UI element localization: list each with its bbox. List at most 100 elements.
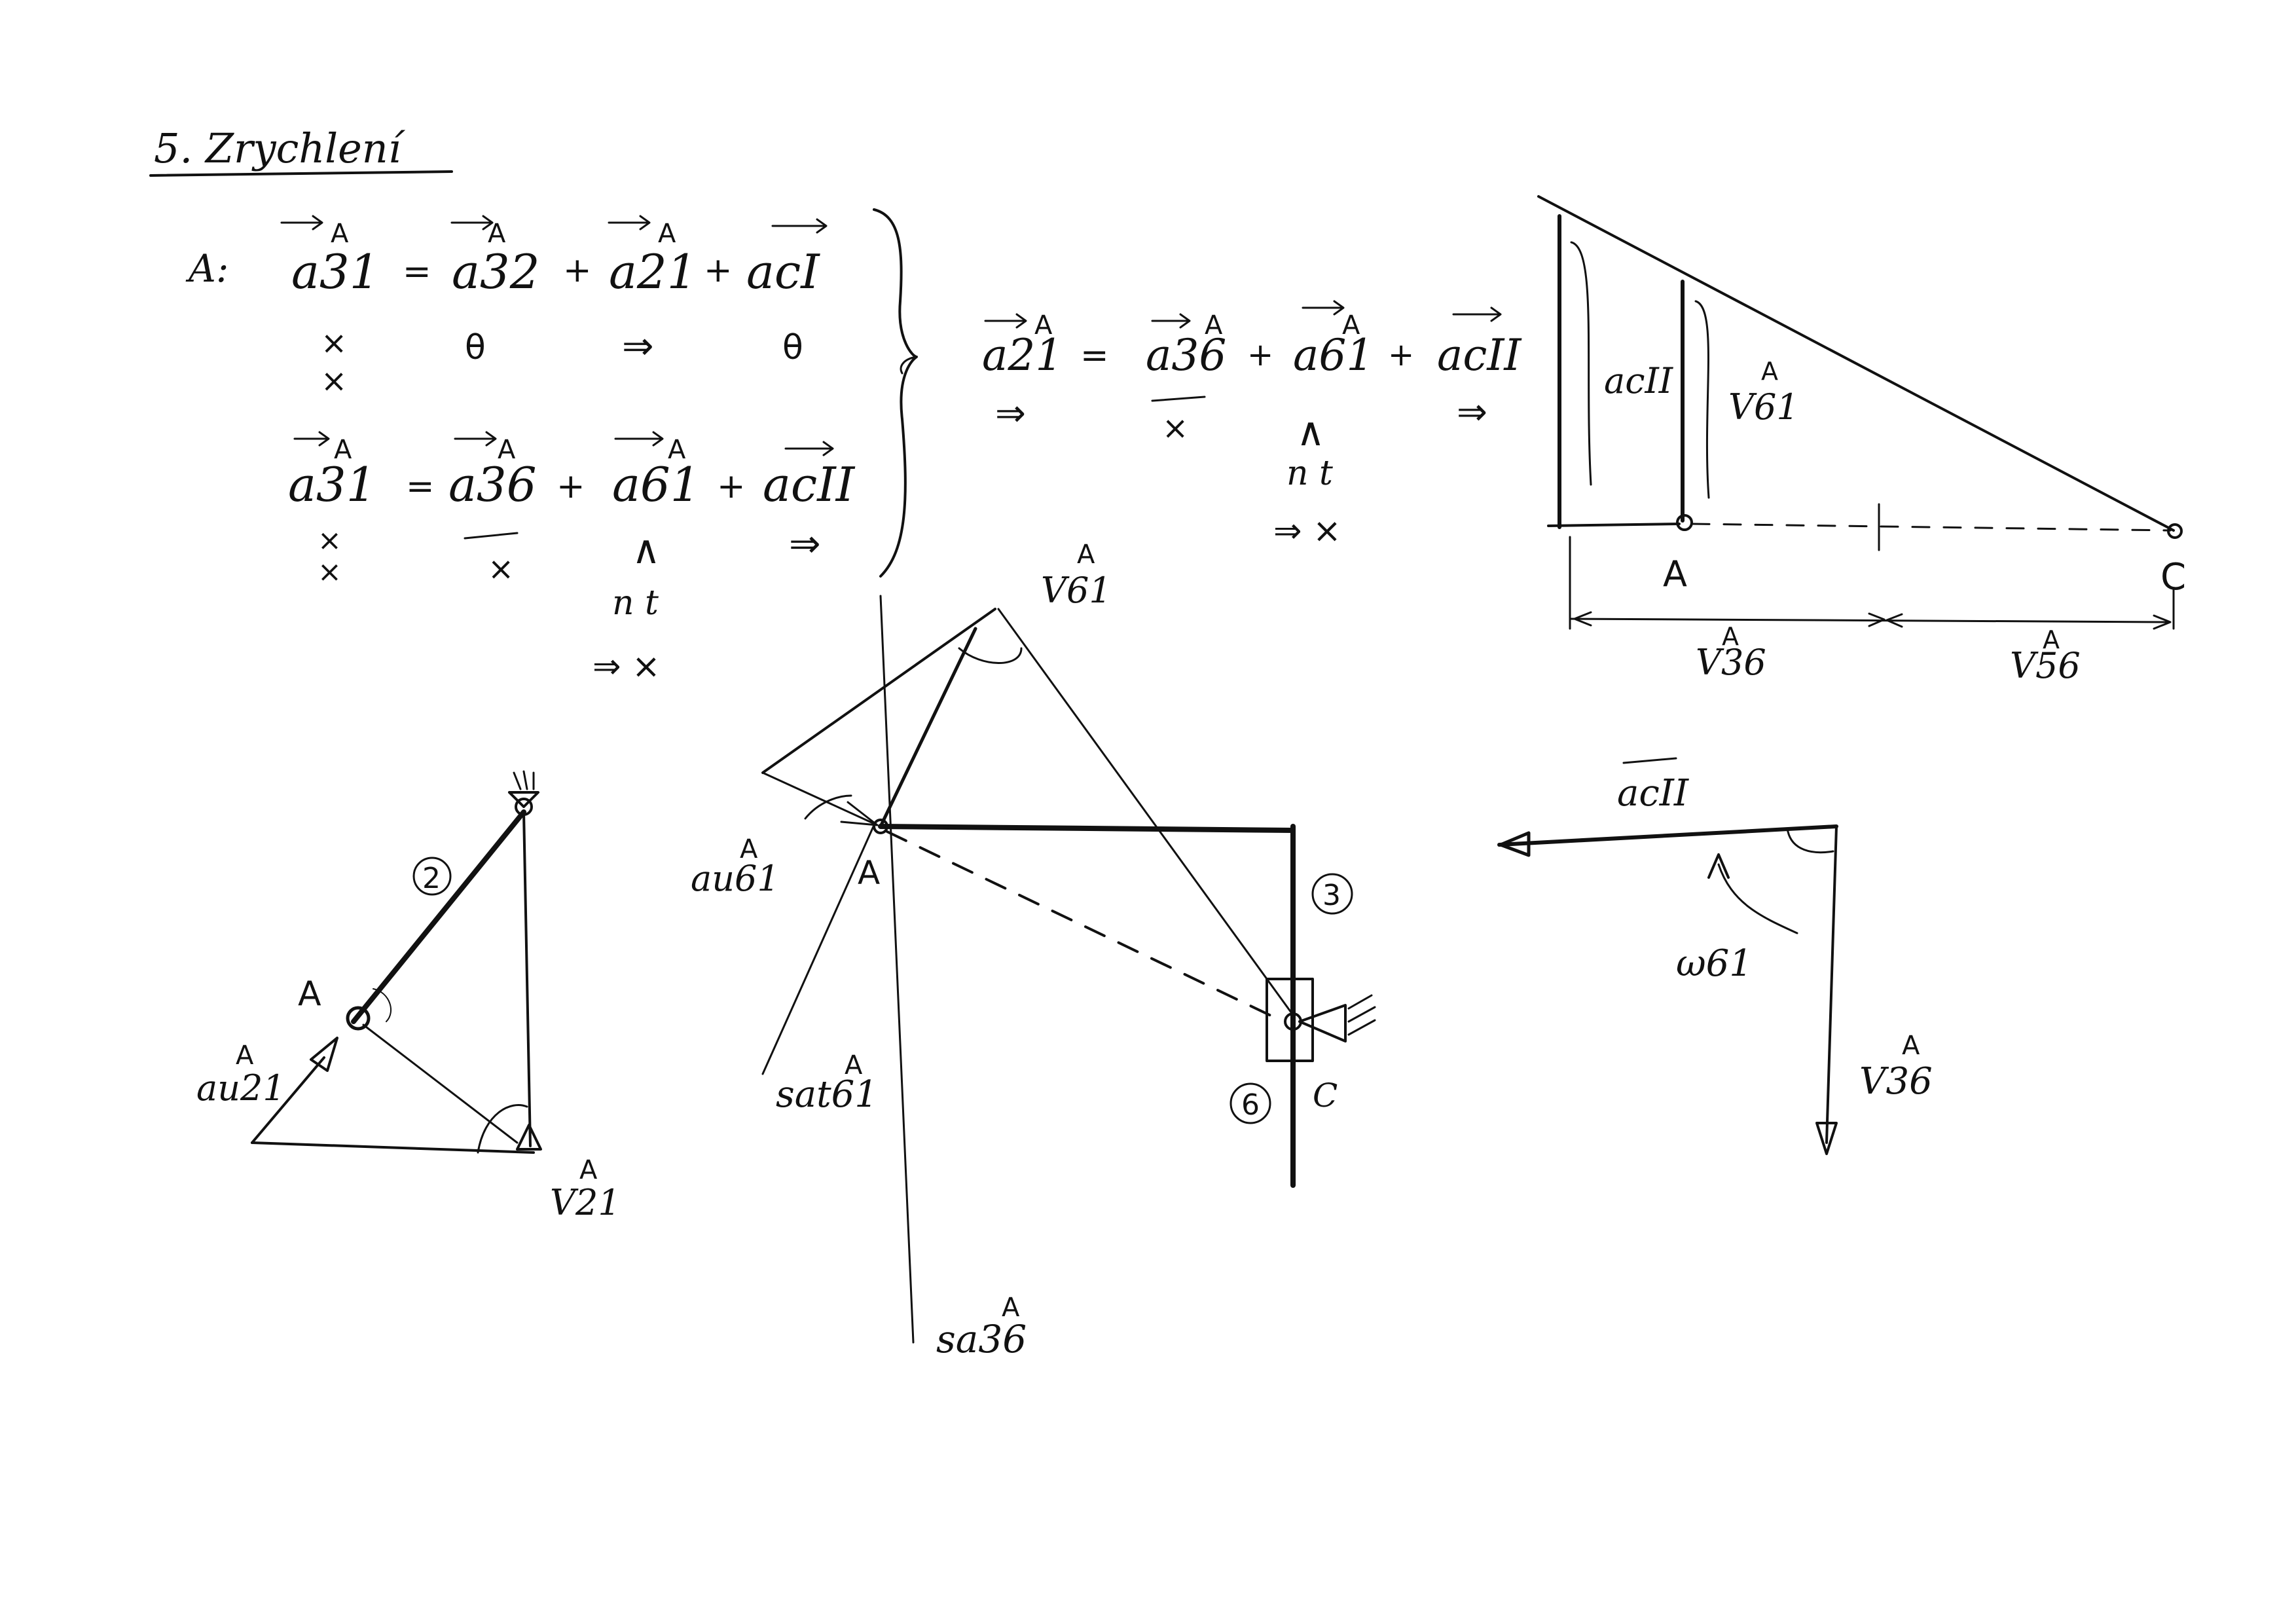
equation-3: a21 A = a36 A + a61 A + acII ⇒ × ∧ ⇒ n t…	[982, 300, 1522, 551]
label-au21-sup: A	[236, 1041, 254, 1071]
eq2-mark-3: ⇒	[789, 521, 821, 566]
eq3-term-2: a61	[1293, 330, 1374, 380]
left-point-a-pin	[346, 1006, 371, 1031]
label-link-2: 2	[422, 862, 441, 895]
eq3-plus-1: +	[1247, 337, 1273, 373]
polygon-point-a: A	[858, 854, 880, 892]
label-w61: ω61	[1676, 942, 1753, 985]
omega-arc	[1717, 863, 1798, 934]
label-au61-sup: A	[740, 834, 758, 864]
label-au61: au61	[691, 858, 780, 899]
eq1-plus-2: +	[704, 251, 733, 290]
equations-brace	[873, 208, 918, 578]
eq2-lhs: a31	[288, 457, 376, 512]
label-sat61: sat61	[776, 1073, 878, 1116]
polygon-point-c: C	[1313, 1077, 1338, 1115]
eq2-mark-2: ∧	[632, 527, 661, 573]
label-link-6: 6	[1241, 1088, 1260, 1122]
eq2-mark-lhs: ×	[318, 524, 342, 557]
eq1-equals: =	[403, 252, 431, 291]
coriolis-right-angle	[1786, 827, 1834, 854]
heading-underline	[149, 170, 453, 177]
label-sa36-sup: A	[1002, 1293, 1020, 1323]
slider-block-6	[1266, 978, 1314, 1062]
eq2-nt: n t	[612, 583, 659, 623]
label-v36-coriolis-sup: A	[1902, 1031, 1920, 1061]
polygon-angle-arc	[804, 794, 852, 820]
eq1-term-1: a32	[452, 244, 540, 299]
eq1-term-2: a21	[609, 244, 697, 299]
eq1-mark-lhs: ×	[321, 325, 347, 361]
eq3-lhs: a21	[982, 330, 1063, 380]
eq3-mark-2: ∧	[1296, 409, 1325, 455]
label-sa36: sa36	[936, 1317, 1027, 1361]
polygon-point-a-pin	[873, 819, 888, 834]
eq3-plus-2: +	[1388, 337, 1414, 373]
eq1-lhs-sup: A	[331, 219, 349, 249]
eq3-mark-3: ⇒	[1457, 391, 1487, 434]
label-sat61-sup: A	[845, 1050, 863, 1080]
eq1-lhs: a31	[291, 244, 380, 299]
eq1-term-3: acI	[746, 244, 820, 299]
eq1-mark-3: θ	[782, 328, 803, 367]
label-au21: au21	[196, 1067, 285, 1109]
label-v61-profile-sup: A	[1761, 357, 1778, 386]
link-3-circle	[1311, 873, 1353, 915]
left-point-a: A	[298, 974, 321, 1014]
coriolis-diagram: acII ω61 V36 A	[1497, 757, 1933, 1155]
label-v56-profile-sup: A	[2043, 625, 2060, 654]
eq2-mark-lhs-2: ×	[318, 555, 342, 589]
mechanism-left: 2 A au21 A V21 A	[196, 770, 621, 1223]
eq3-nt: n t	[1286, 454, 1333, 493]
eq3-term-3: acII	[1437, 330, 1522, 380]
label-v36-profile: V36	[1696, 642, 1766, 683]
point-a-pin	[1676, 514, 1693, 531]
eq1-term-2-sup: A	[658, 219, 676, 249]
heading: 5. Zrychlení	[154, 124, 406, 172]
label-v61-profile: V61	[1728, 386, 1799, 428]
eq2-term-2-sup: A	[668, 435, 686, 465]
eq3-mark-1-arrow	[1151, 396, 1206, 402]
profile-point-a: A	[1663, 553, 1687, 595]
label-acII-profile: acII	[1604, 360, 1674, 401]
acceleration-polygon: V61 A au61 A A 3 6 C sat61 A sa36 A	[691, 540, 1376, 1361]
eq2-term-2: a61	[612, 457, 701, 512]
label-v36-profile-sup: A	[1722, 622, 1739, 651]
eq2-plus-1: +	[556, 467, 585, 506]
eq1-mark-lhs-2: ×	[321, 363, 347, 399]
point-c-pin	[2167, 523, 2183, 539]
label-v36-coriolis: V36	[1859, 1060, 1933, 1103]
eq3-nt-marks: ⇒ ×	[1273, 511, 1341, 551]
acII-vector-arrow	[1622, 757, 1677, 764]
brace-tip	[900, 356, 918, 375]
eq3-term-1: a36	[1146, 330, 1226, 380]
eq2-nt-marks: ⇒ ×	[592, 647, 661, 686]
eq2-equals: =	[406, 467, 435, 506]
link-2-circle	[412, 857, 452, 896]
label-acII-coriolis: acII	[1617, 772, 1690, 815]
left-right-angle	[373, 988, 392, 1022]
eq2-lhs-sup: A	[334, 435, 352, 465]
bracket-v61	[1694, 300, 1710, 499]
equation-1: A: a31 A = a32 A + a21 A + acI × × θ ⇒ θ	[185, 215, 828, 399]
eq3-term-2-sup: A	[1342, 310, 1360, 341]
eq2-plus-2: +	[717, 467, 746, 506]
label-v21: V21	[550, 1182, 621, 1223]
eq2-vector-arrows	[293, 431, 834, 456]
polygon-right-angle	[958, 647, 1023, 664]
bracket-acII	[1570, 241, 1592, 486]
eq3-vector-arrows	[984, 300, 1502, 329]
eq3-equals: =	[1080, 336, 1109, 375]
eq1-mark-1: θ	[465, 328, 486, 367]
eq3-mark-lhs: ⇒	[995, 392, 1026, 435]
left-top-pin	[515, 798, 533, 816]
label-link-3: 3	[1322, 879, 1341, 912]
label-v56-profile: V56	[2010, 645, 2081, 686]
eq3-mark-1: ×	[1162, 410, 1188, 447]
equation-2: a31 A = a36 A + a61 A + acII × × × ∧ ⇒ n…	[288, 431, 856, 686]
eq1-plus-1: +	[563, 251, 592, 290]
eq2-term-1: a36	[448, 457, 537, 512]
label-v61-polygon: V61	[1041, 570, 1112, 611]
eq3-lhs-sup: A	[1034, 310, 1053, 341]
eq3-term-1-sup: A	[1205, 310, 1223, 341]
